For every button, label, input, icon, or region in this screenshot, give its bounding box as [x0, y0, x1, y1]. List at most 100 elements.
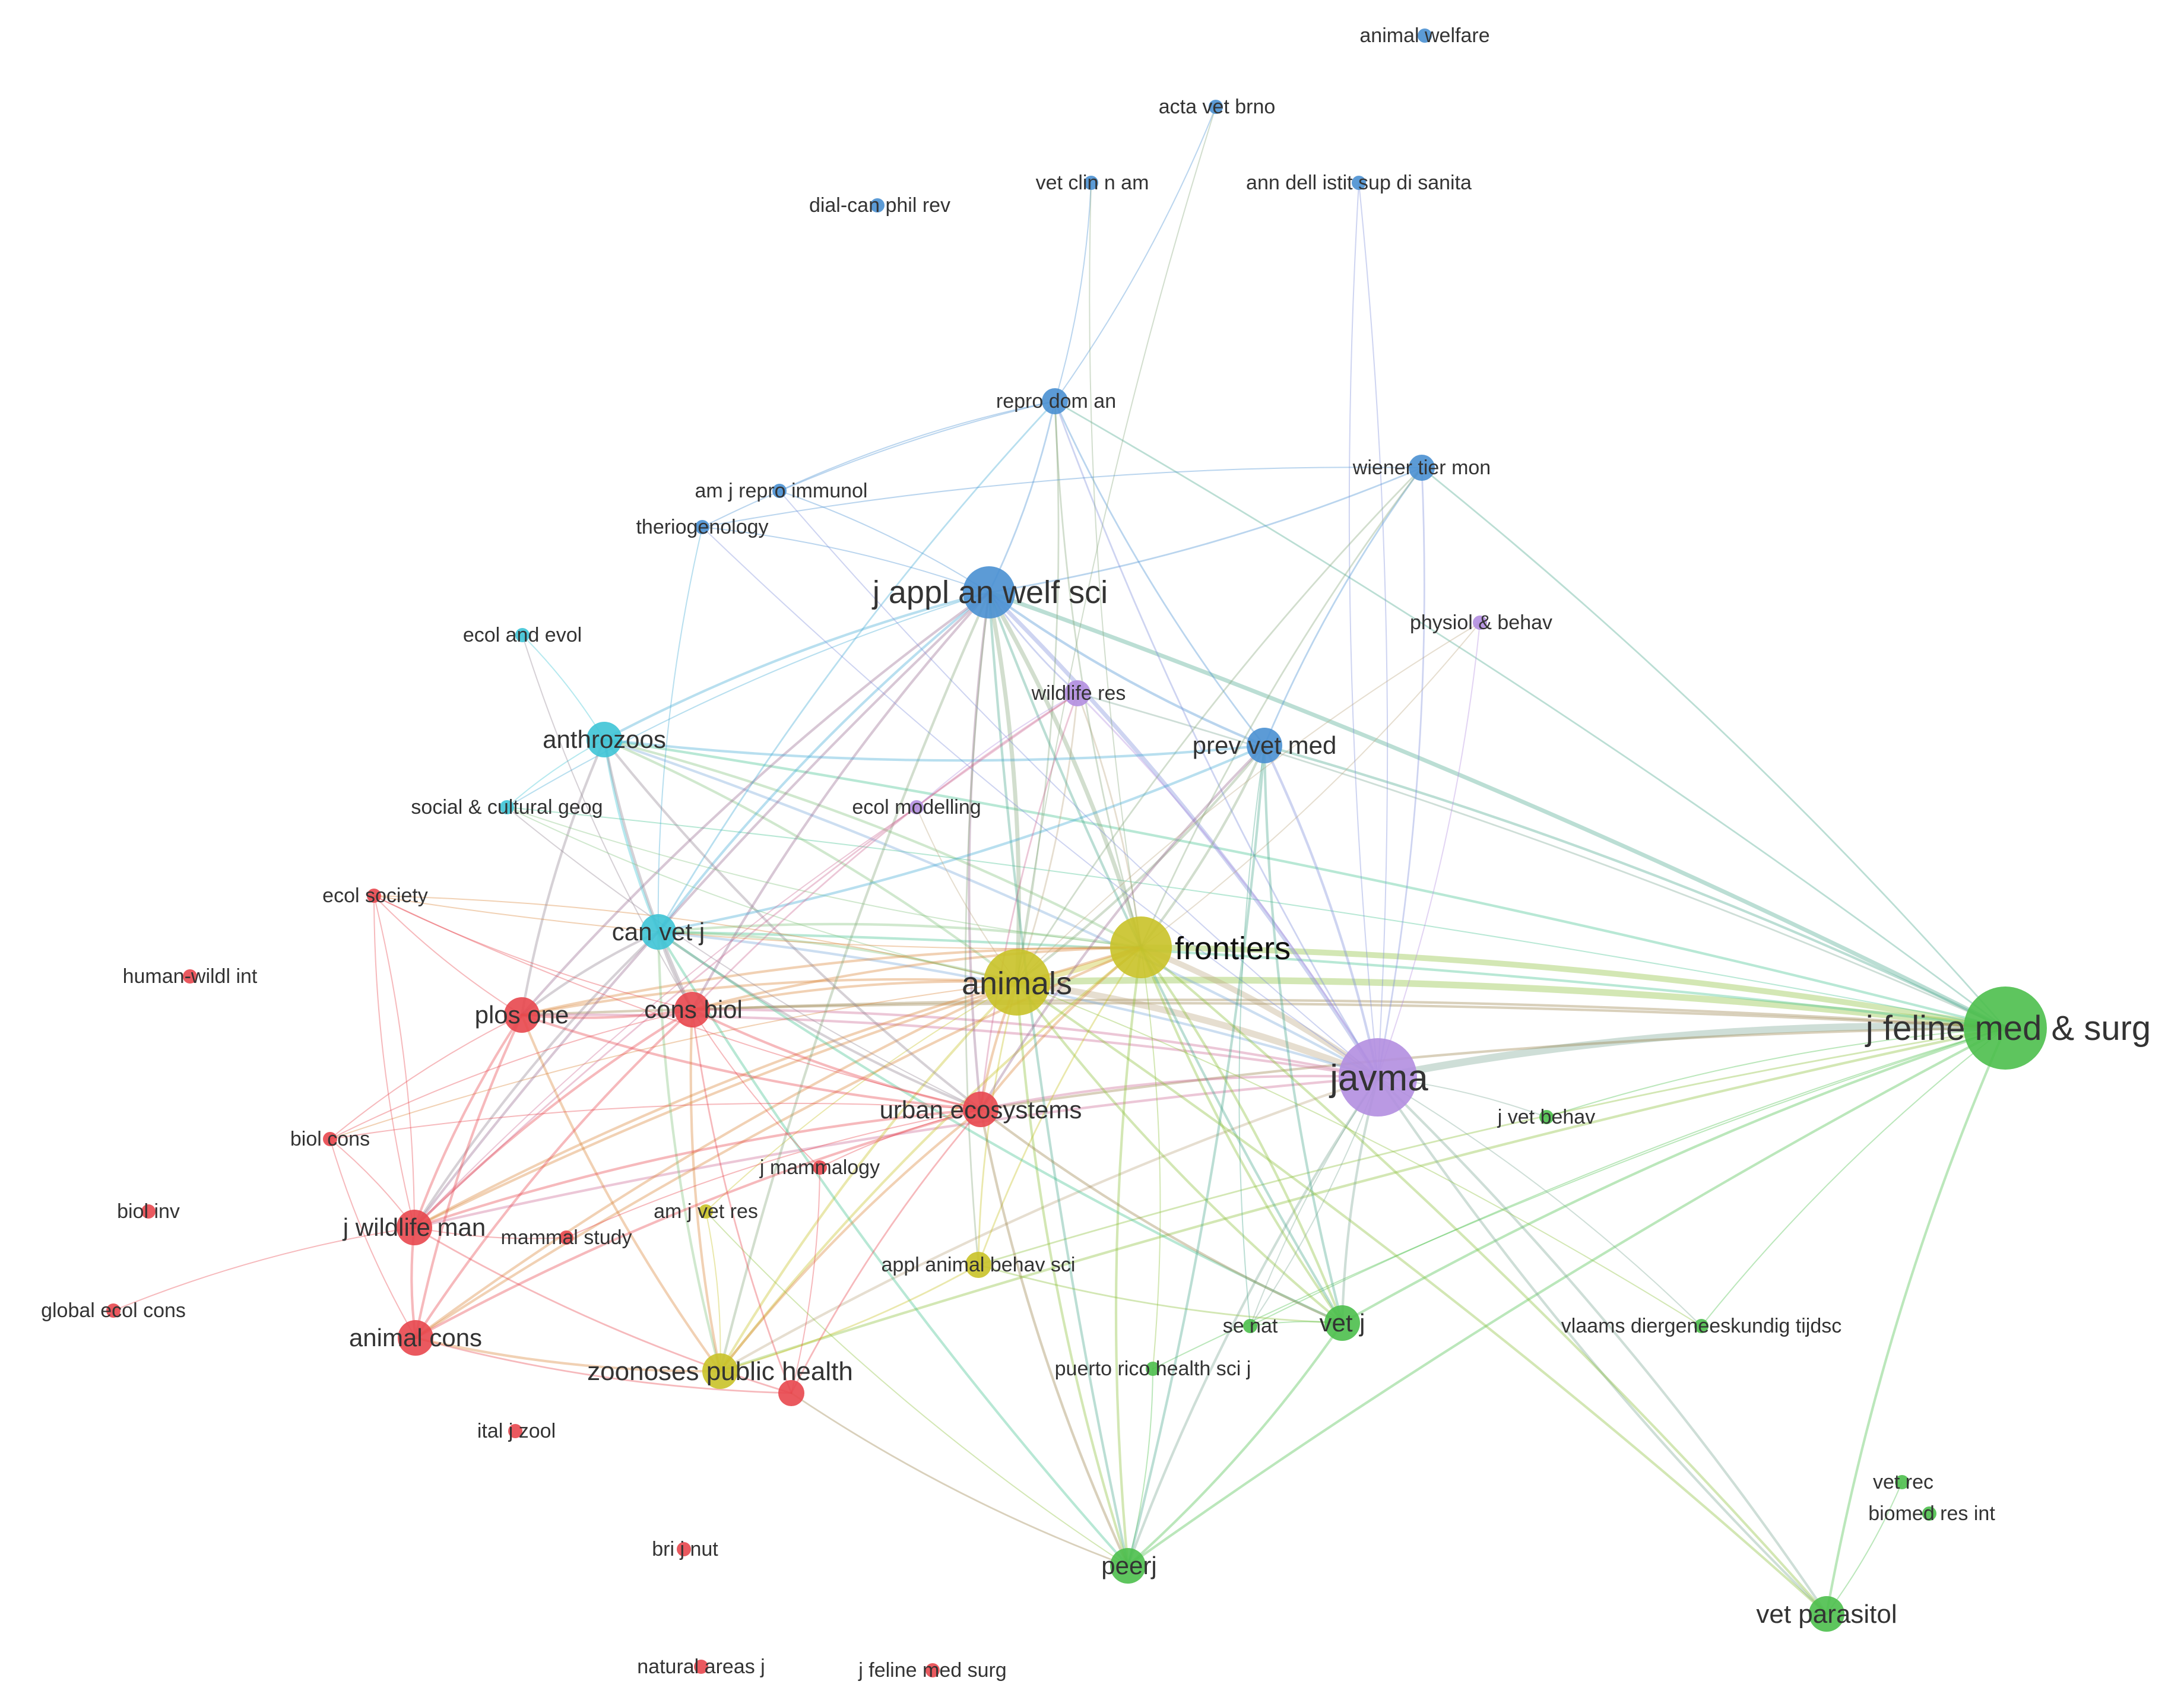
edge-j_feline_med_surg-j_vet_behav	[1546, 1027, 2006, 1118]
edge-peerj-puerto_rico	[1127, 1368, 1153, 1566]
node-unlabeled-red[interactable]	[778, 1380, 804, 1406]
node-cons-biol[interactable]	[674, 992, 710, 1027]
node-j-vet-behav[interactable]	[1539, 1110, 1554, 1124]
edge-social_cultural_geog-urban_ecosystems	[506, 807, 981, 1110]
node-vet-rec[interactable]	[1895, 1475, 1909, 1489]
node-vet-parasitol[interactable]	[1809, 1596, 1844, 1632]
edge-j_appl_an_welf_sci-peerj	[987, 591, 1130, 1568]
node-peerj[interactable]	[1110, 1548, 1146, 1584]
node-theriogenology[interactable]	[695, 520, 709, 534]
node-vlaams[interactable]	[1694, 1319, 1708, 1333]
node-physiol-behav[interactable]	[1473, 616, 1487, 630]
node-acta-vet-brno[interactable]	[1209, 100, 1223, 114]
node-j-feline-med-surg[interactable]	[1964, 987, 2047, 1070]
edge-social_cultural_geog-frontiers	[506, 807, 1142, 948]
node-urban-ecosystems[interactable]	[963, 1092, 999, 1127]
node-anthrozoos[interactable]	[587, 722, 622, 757]
node-ecol-and-evol[interactable]	[515, 628, 530, 642]
edge-plos_one-cons_biol	[520, 1008, 694, 1019]
node-wiener-tier-mon[interactable]	[1409, 455, 1435, 481]
node-am-j-vet-res[interactable]	[699, 1204, 713, 1219]
edge-layer	[113, 106, 2009, 1616]
edge-animals-peerj	[1015, 981, 1130, 1568]
node-vet-clin-n-am[interactable]	[1084, 176, 1098, 190]
node-natural-areas-j[interactable]	[694, 1660, 708, 1674]
edge-j_appl_an_welf_sci-repro_dom_an	[988, 400, 1056, 594]
edge-animals-anthrozoos	[603, 738, 1019, 984]
node-vet-j[interactable]	[1324, 1305, 1360, 1341]
node-label-j-feline-med-surg-small: j feline med surg	[858, 1659, 1006, 1682]
node-ecol-modelling[interactable]	[909, 800, 924, 814]
node-plos-one[interactable]	[504, 997, 540, 1033]
node-javma[interactable]	[1339, 1038, 1417, 1116]
node-prev-vet-med[interactable]	[1247, 728, 1282, 763]
node-am-j-repro-immunol[interactable]	[772, 484, 787, 498]
node-label-appl-animal-behav-sci: appl animal behav sci	[882, 1254, 1076, 1276]
node-animal-welfare[interactable]	[1418, 28, 1432, 43]
node-frontiers[interactable]	[1110, 916, 1172, 978]
node-label-zoonoses-public-health: zoonoses public health	[587, 1357, 853, 1386]
node-ital-j-zool[interactable]	[508, 1424, 522, 1438]
node-mammal-study[interactable]	[559, 1230, 573, 1245]
edge-animals-zoonoses_public_health	[718, 981, 1019, 1373]
node-label-plos-one: plos one	[475, 1001, 569, 1029]
node-label-j-feline-med-surg: j feline med & surg	[1865, 1009, 2151, 1048]
node-bri-j-nut[interactable]	[677, 1542, 691, 1556]
node-puerto-rico[interactable]	[1146, 1362, 1160, 1376]
edge-j_feline_med_surg-wiener_tier_mon	[1421, 467, 2007, 1029]
node-label-biol-inv: biol inv	[117, 1200, 180, 1223]
node-ecol-society[interactable]	[367, 889, 381, 903]
edge-unlabeled_red-peerj	[790, 1392, 1129, 1567]
edge-j_feline_med_surg-vet_parasitol	[1825, 1026, 2007, 1616]
edge-biol_cons-animal_cons	[329, 1138, 416, 1338]
node-label-wildlife-res: wildlife res	[1031, 682, 1126, 705]
edge-anthrozoos-plos_one	[520, 738, 606, 1017]
node-animals[interactable]	[984, 949, 1050, 1016]
node-biol-inv[interactable]	[141, 1204, 156, 1219]
edge-animals-am_j_vet_res	[705, 982, 1017, 1212]
node-j-mammalogy[interactable]	[813, 1160, 827, 1175]
node-dial-can[interactable]	[870, 198, 885, 212]
node-zoonoses-public-health[interactable]	[702, 1353, 738, 1389]
edge-frontiers-plos_one	[520, 946, 1143, 1017]
node-j-appl-an-welf-sci[interactable]	[963, 566, 1015, 618]
edge-can_vet_j-peerj	[657, 930, 1130, 1568]
edge-prev_vet_med-vet_j	[1263, 744, 1344, 1325]
edge-wiener_tier_mon-animals	[1016, 467, 1423, 984]
node-wildlife-res[interactable]	[1064, 680, 1091, 706]
node-animal-cons[interactable]	[398, 1320, 433, 1356]
node-ann-dell[interactable]	[1352, 176, 1366, 190]
edge-cons_biol-unlabeled_red	[691, 1008, 793, 1394]
node-label-cons-biol: cons biol	[644, 995, 743, 1023]
node-j-wildlife-man[interactable]	[397, 1210, 432, 1245]
node-label-can-vet-j: can vet j	[612, 918, 705, 946]
edge-j_feline_med_surg-zoonoses_public_health	[718, 1026, 2007, 1373]
edge-frontiers-can_vet_j	[657, 922, 1143, 949]
node-label-anthrozoos: anthrozoos	[543, 725, 666, 753]
edge-wildlife_res-urban_ecosystems	[980, 692, 1079, 1111]
node-can-vet-j[interactable]	[641, 914, 676, 950]
edge-j_appl_an_welf_sci-social_cultural_geog	[506, 592, 990, 808]
node-repro-dom-an[interactable]	[1042, 388, 1068, 414]
node-biomed-res-int[interactable]	[1922, 1506, 1936, 1521]
node-se-nat[interactable]	[1243, 1319, 1257, 1333]
node-biol-cons[interactable]	[323, 1132, 337, 1146]
edge-j_feline_med_surg-vlaams	[1701, 1027, 2006, 1327]
node-label-vlaams: vlaams diergeneeskundig tijdsc	[1561, 1315, 1841, 1337]
node-label-vet-parasitol: vet parasitol	[1756, 1600, 1897, 1629]
edge-appl_animal_behav_sci-vet_j	[977, 1264, 1343, 1324]
node-label-physiol-behav: physiol & behav	[1410, 611, 1552, 634]
edge-frontiers-peerj	[1114, 946, 1143, 1568]
node-appl-animal-behav-sci[interactable]	[965, 1252, 991, 1278]
node-social-cultural-geog[interactable]	[500, 800, 514, 814]
edge-frontiers-cons_biol	[690, 946, 1143, 1011]
node-j-feline-med-surg-small[interactable]	[925, 1663, 940, 1677]
edge-javma-zoonoses_public_health	[718, 1076, 1380, 1373]
node-label-theriogenology: theriogenology	[636, 516, 768, 538]
edge-acta_vet_brno-animals	[1016, 106, 1216, 983]
edge-j_feline_med_surg-anthrozoos	[603, 738, 2007, 1030]
node-global-ecol-cons[interactable]	[106, 1303, 121, 1318]
node-human-wildl-int[interactable]	[183, 969, 197, 984]
edge-animal_cons-zoonoses_public_health	[414, 1336, 722, 1373]
